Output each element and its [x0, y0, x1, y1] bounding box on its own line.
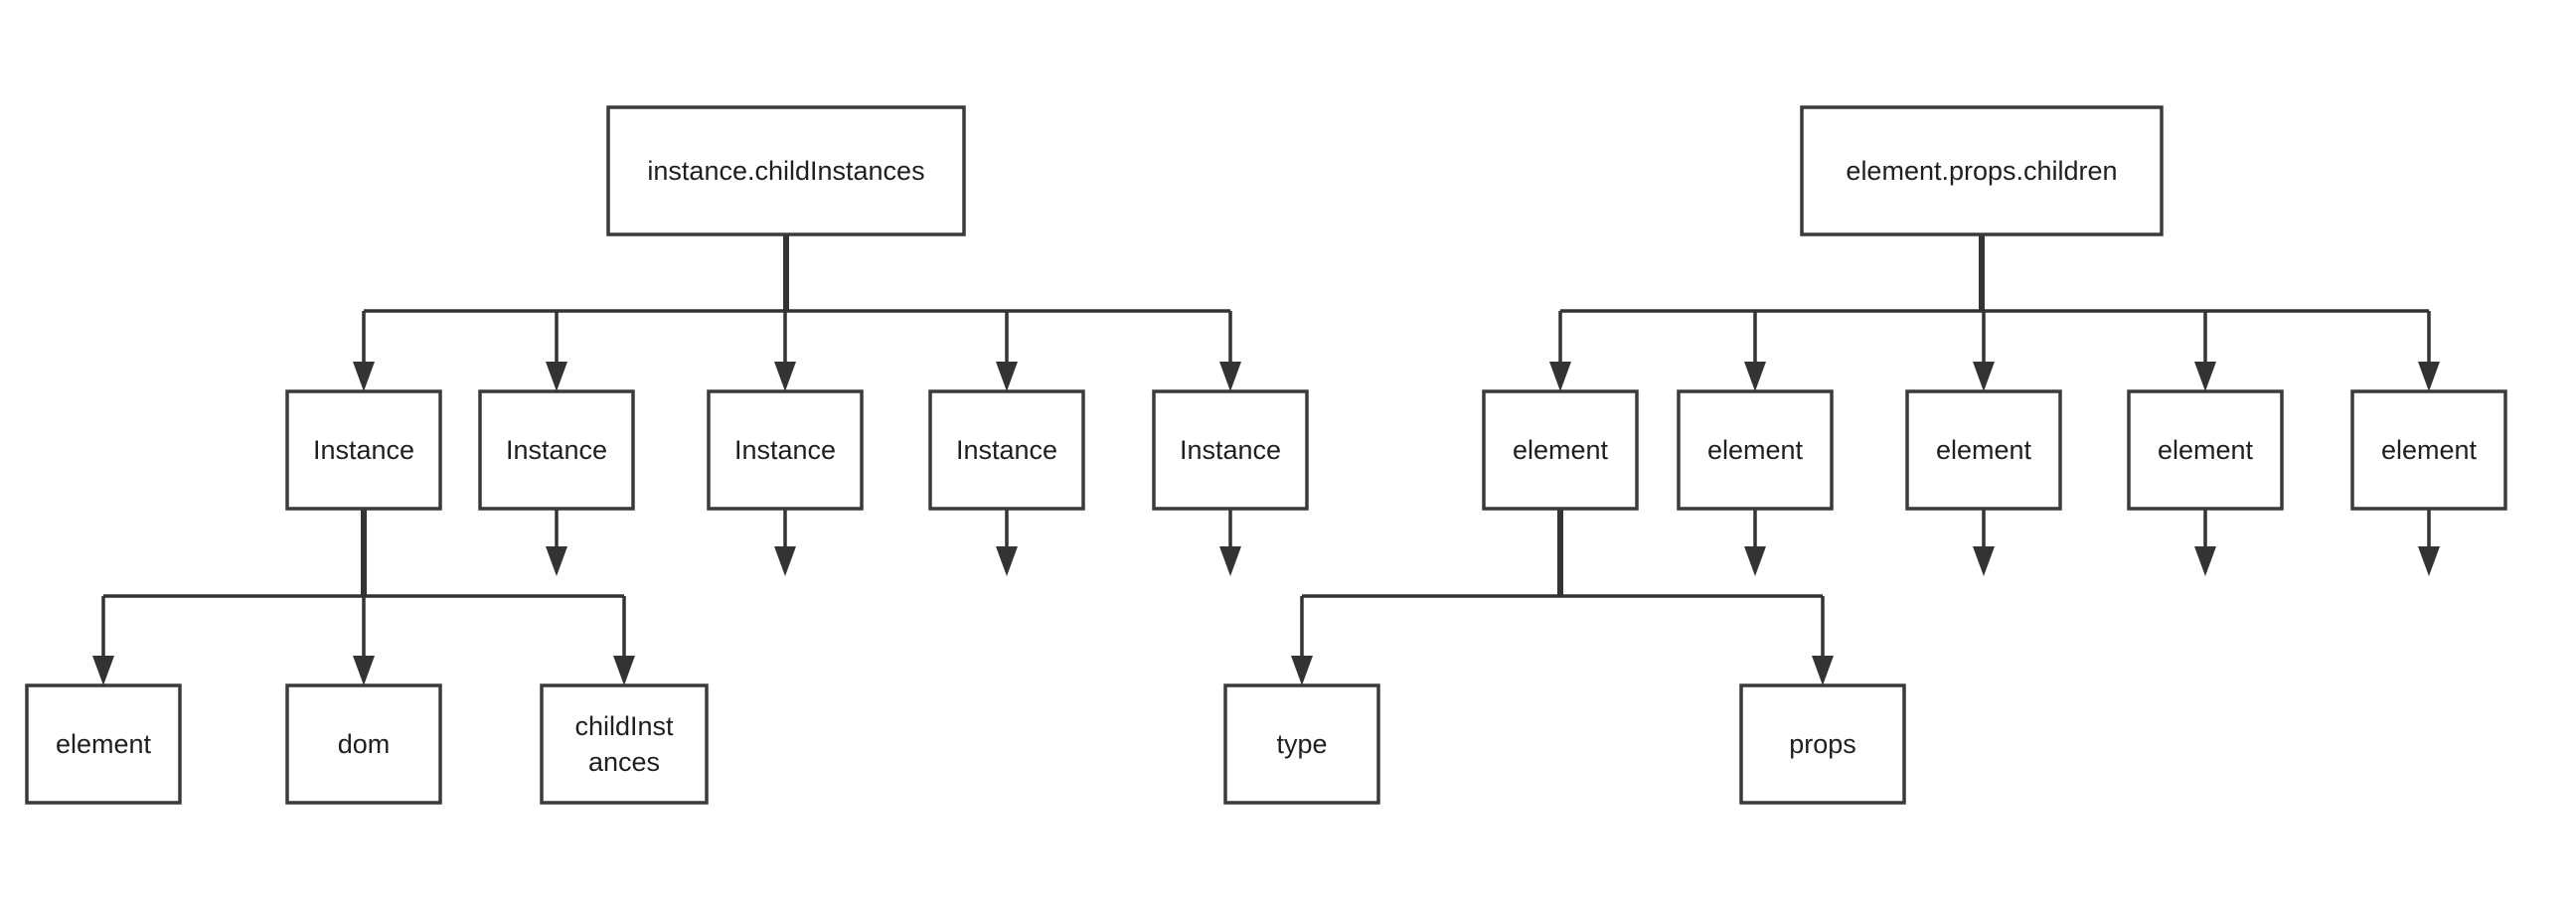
right-tree-child-node-label: element: [1707, 435, 1804, 465]
right-tree-root-node: element.props.children: [1800, 105, 2164, 236]
right-tree-child-stub-arrowhead: [1744, 546, 1766, 576]
left-tree-grandchild-arrowhead: [613, 656, 635, 685]
left-tree-child-node-label: Instance: [956, 435, 1057, 465]
right-tree-child-node-label: element: [1936, 435, 2032, 465]
left-tree-root-node: instance.childInstances: [606, 105, 966, 236]
right-tree-grandchild-node: props: [1739, 683, 1906, 805]
left-tree-child-node-box: [478, 389, 635, 511]
left-tree-root-node-box: [606, 105, 966, 236]
left-tree-child-node-label: Instance: [734, 435, 836, 465]
left-tree-grandchild-node: element: [25, 683, 182, 805]
right-tree-grandchild-node-box: [1223, 683, 1380, 805]
edges-layer: [92, 234, 2440, 685]
right-tree-grandchild-node-label: props: [1789, 729, 1856, 759]
right-tree-child-node-label: element: [2158, 435, 2254, 465]
left-tree-child-stub-arrowhead: [546, 546, 567, 576]
right-tree-child-node-box: [1482, 389, 1639, 511]
left-tree-child-node-label: Instance: [1180, 435, 1281, 465]
left-tree-child-arrowhead: [546, 362, 567, 391]
left-tree-grandchild-node-label: dom: [338, 729, 391, 759]
left-tree-child-node: Instance: [478, 389, 635, 511]
right-tree-child-node-box: [2127, 389, 2284, 511]
right-tree-child-arrowhead: [2194, 362, 2216, 391]
right-tree-grandchild-node-box: [1739, 683, 1906, 805]
right-tree-child-node-box: [1905, 389, 2062, 511]
left-tree-child-arrowhead: [353, 362, 375, 391]
left-tree-child-node: Instance: [285, 389, 442, 511]
left-tree-child-arrowhead: [996, 362, 1018, 391]
left-tree-child-stub-arrowhead: [774, 546, 796, 576]
right-tree-child-arrowhead: [2418, 362, 2440, 391]
right-tree-child-node: element: [1677, 389, 1834, 511]
left-tree-child-node-label: Instance: [506, 435, 607, 465]
left-tree-grandchild-node: childInst ances: [540, 683, 709, 805]
right-tree-grandchild-arrowhead: [1291, 656, 1313, 685]
right-tree-child-stub-arrowhead: [2194, 546, 2216, 576]
left-tree-child-node-box: [928, 389, 1085, 511]
left-tree-grandchild-node-box: [285, 683, 442, 805]
left-tree-grandchild-node-box: [25, 683, 182, 805]
left-tree-child-node: Instance: [1152, 389, 1309, 511]
right-tree-child-arrowhead: [1549, 362, 1571, 391]
left-tree-child-node: Instance: [707, 389, 864, 511]
right-tree-root-node-label: element.props.children: [1846, 156, 2117, 186]
left-tree-root-node-label: instance.childInstances: [647, 156, 924, 186]
left-tree-child-node-label: Instance: [313, 435, 414, 465]
right-tree-child-stub-arrowhead: [1973, 546, 1995, 576]
left-tree-grandchild-node: dom: [285, 683, 442, 805]
left-tree-child-stub-arrowhead: [1219, 546, 1241, 576]
left-tree-grandchild-node-label: ances: [588, 747, 660, 777]
left-tree-grandchild-arrowhead: [353, 656, 375, 685]
right-tree-child-node-label: element: [2381, 435, 2478, 465]
right-tree-child-node: element: [2350, 389, 2507, 511]
right-tree-root-node-box: [1800, 105, 2164, 236]
left-tree-child-arrowhead: [774, 362, 796, 391]
left-tree-child-arrowhead: [1219, 362, 1241, 391]
right-tree-child-node: element: [1482, 389, 1639, 511]
right-tree-child-node-label: element: [1513, 435, 1609, 465]
right-tree-child-node-box: [1677, 389, 1834, 511]
right-tree-child-stub-arrowhead: [2418, 546, 2440, 576]
left-tree-grandchild-node-label: childInst: [574, 711, 674, 741]
right-tree-grandchild-node: type: [1223, 683, 1380, 805]
right-tree-child-node: element: [1905, 389, 2062, 511]
right-tree-grandchild-arrowhead: [1812, 656, 1834, 685]
right-tree-child-arrowhead: [1744, 362, 1766, 391]
left-tree-child-node-box: [707, 389, 864, 511]
left-tree-child-node-box: [285, 389, 442, 511]
left-tree-child-node: Instance: [928, 389, 1085, 511]
left-tree-grandchild-node-box: [540, 683, 709, 805]
right-tree-grandchild-node-label: type: [1276, 729, 1327, 759]
right-tree-child-arrowhead: [1973, 362, 1995, 391]
right-tree-child-node: element: [2127, 389, 2284, 511]
left-tree-child-stub-arrowhead: [996, 546, 1018, 576]
left-tree-child-node-box: [1152, 389, 1309, 511]
left-tree-grandchild-arrowhead: [92, 656, 114, 685]
right-tree-child-node-box: [2350, 389, 2507, 511]
left-tree-grandchild-node-label: element: [56, 729, 152, 759]
